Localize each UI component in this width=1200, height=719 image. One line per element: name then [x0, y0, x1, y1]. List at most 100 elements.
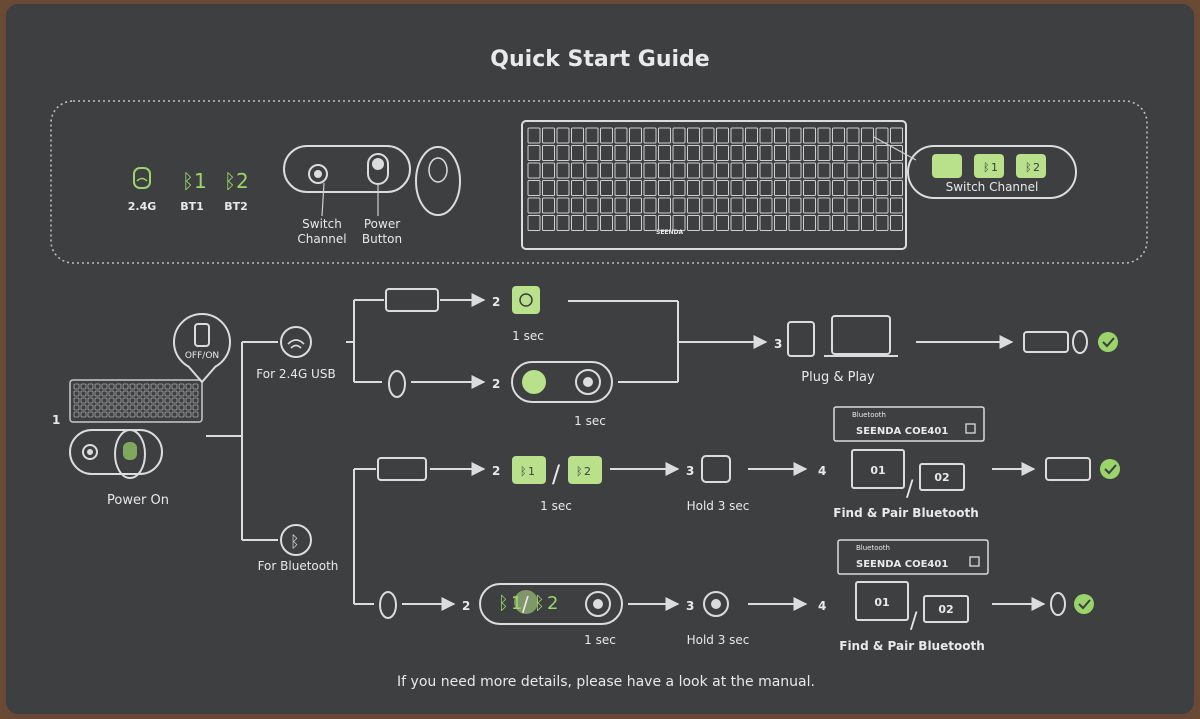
keyboard-key [730, 145, 744, 161]
keyboard-key [556, 197, 570, 214]
keyboard-key [672, 180, 686, 196]
keyboard-icon [377, 457, 427, 481]
checkbox-icon [969, 556, 980, 567]
keyboard-key [600, 127, 613, 144]
keyboard-key [875, 180, 889, 196]
keyboard-key [774, 180, 787, 196]
keyboard-key [629, 215, 642, 231]
keyboard-key [171, 390, 178, 397]
keyboard-key [136, 404, 143, 411]
keyboard-key [788, 215, 802, 231]
step-2-number: 2 [492, 464, 500, 478]
keyboard-key [846, 127, 860, 144]
keyboard-key [527, 127, 541, 144]
keyboard-key [803, 215, 816, 231]
keyboard-key [788, 162, 802, 179]
keyboard-key [157, 383, 164, 390]
keyboard-key [157, 390, 164, 397]
keyboard-key [817, 215, 831, 231]
keyboard-key [571, 197, 584, 214]
keyboard-key [157, 404, 164, 411]
keyboard-key [832, 127, 845, 144]
monitor-label-01: 01 [874, 596, 889, 609]
keyboard-key [803, 127, 816, 144]
keyboard-key [716, 215, 729, 231]
keyboard-key [716, 162, 729, 179]
keyboard-key [136, 390, 143, 397]
keyboard-key [115, 397, 122, 404]
keyboard-key [94, 383, 101, 390]
keyboard-key [614, 180, 628, 196]
keyboard-key [788, 180, 802, 196]
slash-separator: / [522, 592, 529, 616]
bluetooth-icon: ᛒ [290, 532, 300, 551]
keyboard-key [164, 411, 171, 418]
keyboard-key [571, 180, 584, 196]
keyboard-key [556, 145, 570, 161]
step-2-number: 2 [492, 377, 500, 391]
find-pair-label: Find & Pair Bluetooth [833, 506, 979, 520]
keyboard-key [556, 180, 570, 196]
step-3-number: 3 [686, 464, 694, 478]
step-3-number: 3 [774, 337, 782, 351]
bluetooth-dialog [833, 406, 985, 442]
keyboard-key [687, 127, 700, 144]
keyboard-key [759, 127, 773, 144]
bt1-key-icon [512, 456, 546, 484]
keyboard-key [115, 383, 122, 390]
keyboard-key [716, 180, 729, 196]
keyboard-key [846, 145, 860, 161]
keyboard-key [527, 180, 541, 196]
keyboard-key [658, 215, 671, 231]
keyboard-key [803, 180, 816, 196]
keyboard-key [115, 390, 122, 397]
bt-mouse-hold: Hold 3 sec [687, 633, 750, 647]
keyboard-key [143, 390, 150, 397]
switch-channel-panel: ᛒ 1 ᛒ 2 Switch Channel [873, 136, 1077, 199]
step-1-number: 1 [52, 413, 60, 427]
keyboard-key [716, 127, 729, 144]
keyboard-key [629, 145, 642, 161]
keyboard-key [185, 411, 192, 418]
keyboard-key [122, 397, 129, 404]
keyboard-key [716, 145, 729, 161]
keyboard-key [672, 162, 686, 179]
keyboard-key [87, 404, 94, 411]
keyboard-key [643, 162, 657, 179]
keyboard-key [832, 215, 845, 231]
keyboard-key [192, 397, 199, 404]
keyboard-key [80, 397, 87, 404]
keyboard-key [788, 127, 802, 144]
keyboard-key [143, 411, 150, 418]
bluetooth-circle-icon [280, 524, 312, 556]
keyboard-key [122, 383, 129, 390]
keyboard-key [846, 215, 860, 231]
keyboard-key [101, 411, 108, 418]
indicator-bt1: ᛒ 1 BT1 [180, 169, 207, 213]
keyboard-key [643, 180, 657, 196]
mouse-bt1-glyph: 1 [511, 593, 522, 614]
keyboard-key [629, 162, 642, 179]
keyboard-key [129, 411, 136, 418]
keyboard-key [87, 397, 94, 404]
keyboard-key [80, 390, 87, 397]
keyboard-key [890, 197, 903, 214]
keyboard-key [832, 197, 845, 214]
usb-channel-key-icon [512, 286, 540, 314]
key-press-icon [701, 455, 731, 483]
keyboard-key [803, 162, 816, 179]
keyboard-key [157, 397, 164, 404]
keyboard-key [875, 145, 889, 161]
keyboard-key [600, 215, 613, 231]
power-label-2: Button [362, 232, 402, 246]
keyboard-key [730, 180, 744, 196]
keyboard-key [658, 127, 671, 144]
mouse-icon [379, 591, 397, 619]
bluetooth-icon: ᛒ [1025, 161, 1032, 174]
keyboard-key [585, 215, 599, 231]
keyboard-key [774, 145, 787, 161]
keyboard-key [87, 411, 94, 418]
keyboard-key [87, 390, 94, 397]
bluetooth-dialog-header: Bluetooth [856, 544, 890, 552]
indicator-label-24g: 2.4G [128, 200, 157, 213]
